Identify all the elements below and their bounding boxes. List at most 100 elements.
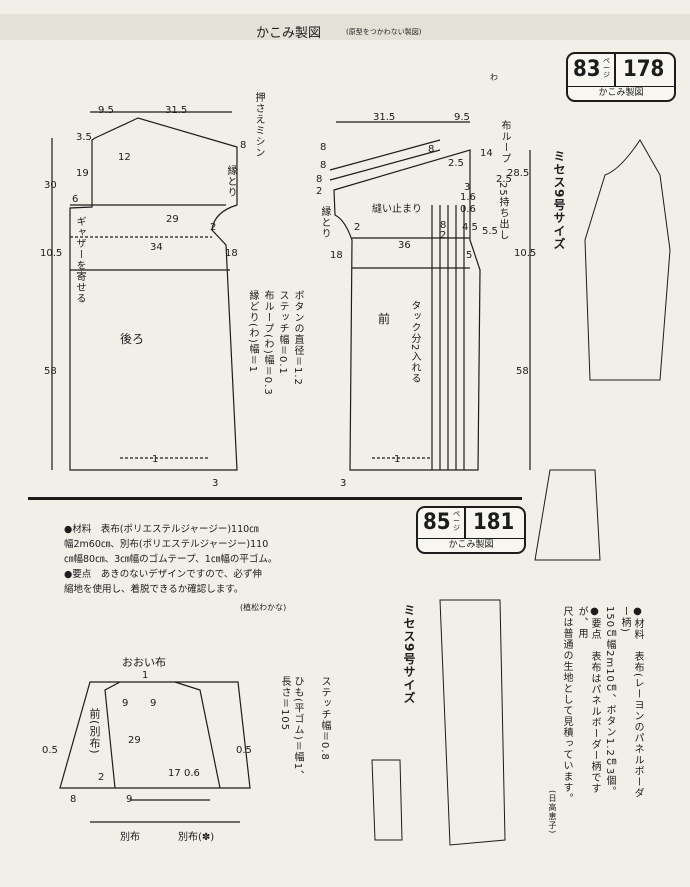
page-subtitle: (原型をつかわない製図)	[346, 28, 422, 36]
materials2-line-2: 150㎝幅2m10㎝、ボタン1.2㎝3個。	[604, 606, 615, 798]
skirt-dim-17: 17	[168, 768, 181, 779]
dim-12: 12	[118, 152, 131, 163]
dim-8-e: 8	[440, 220, 447, 231]
dim-1-a: 1	[152, 454, 159, 465]
skirt-stitch-note: ステッチ幅＝0.8	[319, 676, 330, 761]
dim-06: 0.6	[460, 204, 476, 215]
model-outline	[584, 139, 671, 381]
item-number-2: 181	[473, 510, 515, 535]
back-label: 後ろ	[120, 332, 145, 346]
materials-line-3: ㎝幅80㎝、3㎝幅のゴムテープ、1㎝幅の平ゴム。	[64, 554, 278, 565]
dim-34: 34	[150, 242, 163, 253]
page-unit: ページ	[603, 57, 610, 79]
materials-line-4: ●要点 あきのないデザインですので、必ず伸	[64, 569, 262, 580]
skirt-outline	[59, 681, 251, 789]
size-label-2: ミセス9号サイズ	[402, 604, 416, 705]
skirt-dim-06: 0.6	[184, 768, 200, 779]
dim-3-a: 3	[212, 478, 219, 489]
dim-3-b: 3	[464, 182, 471, 193]
dim-105-a: 10.5	[40, 248, 63, 259]
materials2-line-1: ●材料 表布(レーヨンのパネルボーダー柄)	[619, 606, 643, 799]
badge-divider	[614, 54, 616, 86]
dress-notes: ボタンの直径＝1.2 ステッチ幅＝0.1 布ループ(わ)幅＝0.3 縁どり(わ)…	[246, 290, 304, 410]
skirt-title: おおい布	[122, 656, 166, 669]
dim-2-b: 2	[316, 186, 323, 197]
pressing-stitch-note: 押さえミシン	[253, 92, 264, 158]
materials2-line-4: 尺は普通の生地として見積っています。	[561, 606, 572, 804]
dim-105-b: 10.5	[514, 248, 537, 259]
dim-8-f: 8	[428, 144, 435, 155]
dim-95-b: 9.5	[454, 112, 470, 123]
dim-6: 6	[72, 194, 79, 205]
badge-label: かこみ製図	[568, 86, 674, 100]
skirt-bottom-label-right: 別布(✽)	[178, 832, 215, 843]
cloth-loop-label: 布ループ	[499, 120, 510, 164]
back-bodice-outline	[69, 117, 238, 471]
dim-30: 30	[44, 180, 57, 191]
dim-55: 5.5	[482, 226, 498, 237]
skirt-dim-9-a: 9	[122, 698, 129, 709]
materials-line-1: ●材料 表布(ポリエステルジャージー)110㎝	[64, 524, 259, 535]
front-label: 前	[378, 312, 391, 326]
dim-95: 9.5	[98, 105, 114, 116]
binding-label-2: 縁とり	[319, 206, 330, 239]
dim-14: 14	[480, 148, 493, 159]
header-bar	[0, 14, 690, 40]
dim-315: 31.5	[165, 105, 188, 116]
page-number-2: 85	[423, 510, 451, 535]
pattern-number-badge: 83 ページ 178 かこみ製図	[566, 52, 676, 102]
materials-line-5: 縮地を使用し、着脱できるか確認します。	[64, 584, 244, 595]
materials-line-2: 幅2m60㎝、別布(ポリエステルジャージー)110	[64, 539, 269, 550]
dim-18-a: 18	[225, 248, 238, 259]
dim-2-a: 2	[210, 222, 217, 233]
dim-285: 28.5	[507, 168, 530, 179]
materials-block: ●材料 表布(ポリエステルジャージー)110㎝ 幅2m60㎝、別布(ポリエステル…	[64, 522, 364, 597]
dim-58-b: 58	[516, 366, 529, 377]
dim-19: 19	[76, 168, 89, 179]
skirt-dim-9-c: 9	[126, 794, 133, 805]
dim-25-b: 2.5	[496, 174, 512, 185]
gather-note: ギャザーを寄せる	[74, 216, 85, 304]
tunic-outline	[534, 469, 601, 561]
dim-16: 1.6	[460, 192, 476, 203]
skirt-dim-05-b: 0.5	[236, 745, 252, 756]
tuck-note: タック分2入れる	[409, 300, 420, 385]
dim-5: 5	[466, 250, 473, 261]
dim-1-b: 1	[394, 454, 401, 465]
dim-29: 29	[166, 214, 179, 225]
dim-8-d: 8	[316, 174, 323, 185]
materials2-line-3: ●要点 表布はパネルボーダー柄ですが、用	[576, 606, 600, 794]
dim-18-b: 18	[330, 250, 343, 261]
dim-8-a: 8	[240, 140, 247, 151]
page-title: かこみ製図	[256, 26, 322, 41]
size-label: ミセス9号サイズ	[552, 150, 566, 251]
dim-45: 4.5	[462, 222, 478, 233]
skirt-dim-2: 2	[98, 772, 105, 783]
skirt-dim-05-a: 0.5	[42, 745, 58, 756]
dim-58-a: 58	[44, 366, 57, 377]
dim-35: 3.5	[76, 132, 92, 143]
skirt-dim-9-b: 9	[150, 698, 157, 709]
skirt-bottom-label: 別布	[120, 832, 140, 843]
extension-label: 25持ち出し	[497, 182, 508, 241]
dim-25: 2.5	[448, 158, 464, 169]
materials-block-2: ●材料 表布(レーヨンのパネルボーダー柄) 150㎝幅2m10㎝、ボタン1.2㎝…	[560, 606, 644, 806]
dim-8-c: 8	[320, 160, 327, 171]
item-number: 178	[623, 57, 665, 82]
dim-3-c: 3	[340, 478, 347, 489]
note-binding-width: 縁どり(わ)幅＝1	[247, 290, 258, 374]
page-number: 83	[573, 57, 601, 82]
skirt-dim-29: 29	[128, 735, 141, 746]
section-divider	[28, 497, 522, 500]
front-bodice-outline	[333, 149, 481, 471]
badge-divider-2	[464, 508, 466, 538]
note-button-diameter: ボタンの直径＝1.2	[292, 290, 303, 386]
mini-pants-outline	[371, 759, 403, 841]
leggings-outline	[439, 599, 506, 846]
dim-315-b: 31.5	[373, 112, 396, 123]
badge-label-2: かこみ製図	[418, 538, 524, 552]
binding-label: 縁とり	[225, 165, 236, 198]
skirt-dim-8: 8	[70, 794, 77, 805]
author-1: (植松わかな)	[240, 603, 287, 612]
